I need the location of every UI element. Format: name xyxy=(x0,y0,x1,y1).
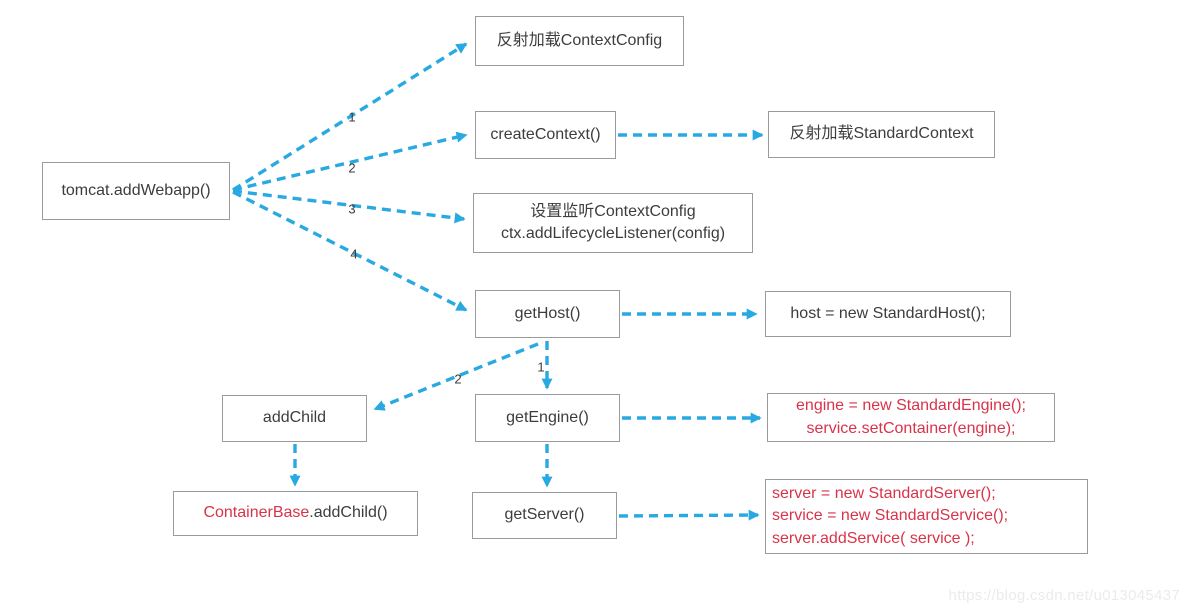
node-text-line: 反射加载StandardContext xyxy=(789,123,973,145)
node-text-line: service = new StandardService(); xyxy=(772,505,1008,527)
node-addchild: addChild xyxy=(222,395,367,442)
node-text: engine = new StandardEngine(); xyxy=(796,397,1026,415)
node-text-line: addChild xyxy=(263,407,326,429)
node-text-line: service.setContainer(engine); xyxy=(807,418,1016,440)
node-text: 反射加载ContextConfig xyxy=(496,31,663,49)
edge-label: 1 xyxy=(348,109,356,125)
node-text: server.addService( service ); xyxy=(772,529,975,547)
edge-arrow xyxy=(232,42,468,192)
node-text-line: ContainerBase.addChild() xyxy=(203,502,387,524)
node-text: ctx.addLifecycleListener(config) xyxy=(500,225,726,242)
node-text: host = new StandardHost(); xyxy=(790,304,986,322)
node-text-line: getEngine() xyxy=(506,407,589,429)
node-text: 反射加载StandardContext xyxy=(789,125,974,143)
node-text-line: createContext() xyxy=(490,124,600,146)
node-server-new-standardserver: server = new StandardServer(); service = … xyxy=(765,479,1088,554)
watermark: https://blog.csdn.net/u013045437 xyxy=(948,587,1180,604)
node-reflect-load-contextconfig: 反射加载ContextConfig xyxy=(475,16,684,66)
node-set-listener-contextconfig: 设置监听ContextConfig ctx.addLifecycleListene… xyxy=(473,193,753,253)
node-host-new-standardhost: host = new StandardHost(); xyxy=(765,291,1011,337)
node-createcontext: createContext() xyxy=(475,111,616,159)
node-containerbase-addchild: ContainerBase.addChild() xyxy=(173,491,418,536)
node-text: service = new StandardService(); xyxy=(772,507,1009,525)
edge-label: 1 xyxy=(537,359,545,375)
node-text-line: server.addService( service ); xyxy=(772,528,975,550)
node-text: ContainerBase xyxy=(203,504,310,522)
edge-label: 3 xyxy=(348,201,356,217)
node-text-line: getServer() xyxy=(504,504,584,526)
node-engine-new-standardengine: engine = new StandardEngine(); service.se… xyxy=(767,393,1055,442)
node-text-line: 设置监听ContextConfig xyxy=(530,201,695,223)
node-text: service.setContainer(engine); xyxy=(806,419,1016,437)
node-getengine: getEngine() xyxy=(475,394,620,442)
edge-arrow xyxy=(618,509,760,521)
node-tomcat-addwebapp: tomcat.addWebapp() xyxy=(42,162,230,220)
node-text: getHost() xyxy=(514,304,581,322)
node-text-line: engine = new StandardEngine(); xyxy=(796,395,1026,417)
edge-arrow xyxy=(232,189,466,224)
edge-arrow xyxy=(232,190,468,312)
node-text-line: host = new StandardHost(); xyxy=(790,303,985,325)
node-text-line: 反射加载ContextConfig xyxy=(497,30,662,52)
edge-label: 2 xyxy=(454,371,462,387)
node-gethost: getHost() xyxy=(475,290,620,338)
edge-label: 4 xyxy=(350,246,358,262)
node-reflect-load-standardcontext: 反射加载StandardContext xyxy=(768,111,995,158)
node-text-line: ctx.addLifecycleListener(config) xyxy=(501,223,725,245)
node-text: 设置监听ContextConfig xyxy=(530,202,696,220)
edge-label: 2 xyxy=(348,160,356,176)
node-text: createContext() xyxy=(490,125,601,143)
edge-group xyxy=(232,42,764,521)
edge-arrow xyxy=(232,131,468,192)
node-text-line: tomcat.addWebapp() xyxy=(61,180,210,202)
node-getserver: getServer() xyxy=(472,492,617,539)
node-text: tomcat.addWebapp() xyxy=(61,181,211,199)
node-text: getServer() xyxy=(504,506,585,524)
node-text: addChild xyxy=(262,409,327,427)
node-text-line: server = new StandardServer(); xyxy=(772,483,996,505)
node-text: .addChild() xyxy=(309,504,388,522)
node-text: getEngine() xyxy=(506,408,589,426)
node-text-line: getHost() xyxy=(515,303,581,325)
node-text: server = new StandardServer(); xyxy=(772,484,996,502)
